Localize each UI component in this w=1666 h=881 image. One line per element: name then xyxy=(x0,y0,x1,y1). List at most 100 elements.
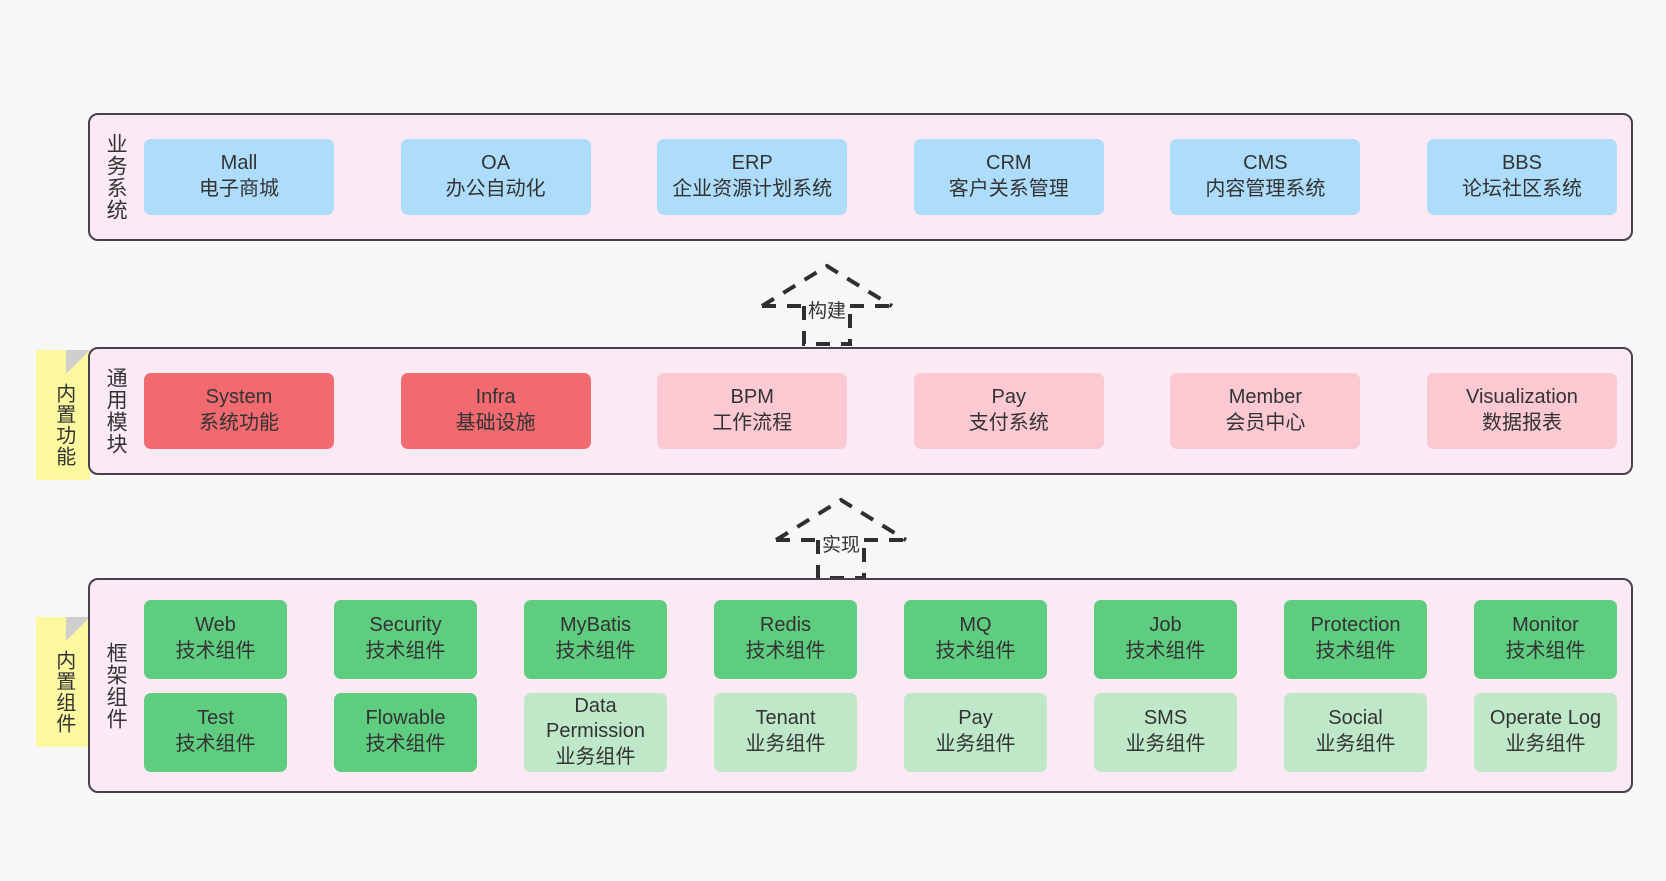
node-visualization[interactable]: Visualization 数据报表 xyxy=(1426,373,1617,449)
node-title-en: BBS xyxy=(1501,152,1542,175)
node-mybatis[interactable]: MyBatis 技术组件 xyxy=(524,599,667,679)
layer-body-common-module: System 系统功能 Infra 基础设施 BPM 工作流程 Pay 支付系统… xyxy=(140,349,1631,473)
node-title-en: BPM xyxy=(730,386,774,409)
node-cms[interactable]: CMS 内容管理系统 xyxy=(1170,139,1361,215)
node-data-permission[interactable]: Data Permission 业务组件 xyxy=(524,692,667,772)
build-arrow: 构建 xyxy=(752,258,902,348)
node-title-en: Operate Log xyxy=(1489,707,1602,730)
node-title-cn: 数据报表 xyxy=(1481,412,1562,434)
node-pay-component[interactable]: Pay 业务组件 xyxy=(904,692,1047,772)
node-row: Test 技术组件 Flowable 技术组件 Data Permission … xyxy=(144,692,1617,772)
node-tenant[interactable]: Tenant 业务组件 xyxy=(714,692,857,772)
node-title-cn: 技术组件 xyxy=(175,640,256,662)
build-arrow-label: 构建 xyxy=(807,301,847,322)
node-title-cn: 企业资源计划系统 xyxy=(672,178,833,200)
node-title-en: Tenant xyxy=(755,707,816,730)
node-title-cn: 技术组件 xyxy=(555,640,636,662)
node-title-en: Social xyxy=(1328,707,1383,730)
node-pay[interactable]: Pay 支付系统 xyxy=(913,373,1104,449)
node-member[interactable]: Member 会员中心 xyxy=(1170,373,1361,449)
layer-business-system: 业务系统 Mall 电子商城 OA 办公自动化 ERP 企业资源计划系统 CRM… xyxy=(88,113,1633,241)
node-title-cn: 技术组件 xyxy=(175,733,256,755)
node-title-cn: 业务组件 xyxy=(555,745,636,768)
sticky-note-builtin-function: 内置功能 xyxy=(36,350,90,480)
implement-arrow-head xyxy=(774,497,908,542)
node-title-en: Data Permission xyxy=(546,694,645,743)
node-title-cn: 电子商城 xyxy=(199,178,279,200)
node-title-en: MQ xyxy=(959,614,992,637)
layer-body-business-system: Mall 电子商城 OA 办公自动化 ERP 企业资源计划系统 CRM 客户关系… xyxy=(140,115,1631,239)
node-title-cn: 内容管理系统 xyxy=(1205,178,1326,200)
node-title-en: Protection xyxy=(1310,614,1401,637)
node-mq[interactable]: MQ 技术组件 xyxy=(904,599,1047,679)
node-title-en: Mall xyxy=(220,152,258,175)
node-title-cn: 技术组件 xyxy=(1505,640,1586,662)
layer-title-business-system: 业务系统 xyxy=(104,133,128,221)
layer-body-framework-component: Web 技术组件 Security 技术组件 MyBatis 技术组件 Redi… xyxy=(140,580,1631,791)
node-title-cn: 技术组件 xyxy=(1315,640,1396,662)
node-infra[interactable]: Infra 基础设施 xyxy=(400,373,591,449)
sticky-note-builtin-component: 内置组件 xyxy=(36,617,90,747)
node-title-cn: 业务组件 xyxy=(1505,733,1586,755)
node-monitor[interactable]: Monitor 技术组件 xyxy=(1474,599,1617,679)
node-title-en: Redis xyxy=(759,614,812,637)
sticky-note-label: 内置组件 xyxy=(52,650,75,734)
node-flowable[interactable]: Flowable 技术组件 xyxy=(334,692,477,772)
node-title-cn: 技术组件 xyxy=(365,640,446,662)
layer-framework-component: 框架组件 Web 技术组件 Security 技术组件 MyBatis 技术组件… xyxy=(88,578,1633,793)
node-security[interactable]: Security 技术组件 xyxy=(334,599,477,679)
node-title-cn: 工作流程 xyxy=(712,412,793,434)
implement-arrow-label: 实现 xyxy=(821,535,861,556)
node-web[interactable]: Web 技术组件 xyxy=(144,599,287,679)
node-title-en: Visualization xyxy=(1466,386,1578,409)
node-protection[interactable]: Protection 技术组件 xyxy=(1284,599,1427,679)
node-title-en: Flowable xyxy=(365,707,446,730)
node-title-en: Infra xyxy=(475,386,516,409)
node-title-en: MyBatis xyxy=(559,614,632,637)
node-oa[interactable]: OA 办公自动化 xyxy=(400,139,591,215)
build-arrow-shaft xyxy=(802,306,852,346)
node-title-cn: 技术组件 xyxy=(1125,640,1206,662)
node-title-en: CRM xyxy=(986,152,1032,175)
node-title-en: System xyxy=(205,386,273,409)
node-title-cn: 技术组件 xyxy=(745,640,826,662)
node-title-en: Job xyxy=(1149,614,1182,637)
node-operate-log[interactable]: Operate Log 业务组件 xyxy=(1474,692,1617,772)
node-title-en: OA xyxy=(481,152,511,175)
node-title-en: Member xyxy=(1228,386,1303,409)
node-title-cn: 业务组件 xyxy=(1125,733,1206,755)
node-title-cn: 客户关系管理 xyxy=(948,178,1069,200)
node-title-en: Pay xyxy=(991,386,1027,409)
node-title-cn: 技术组件 xyxy=(935,640,1016,662)
node-sms[interactable]: SMS 业务组件 xyxy=(1094,692,1237,772)
implement-arrow: 实现 xyxy=(766,492,916,582)
node-row: System 系统功能 Infra 基础设施 BPM 工作流程 Pay 支付系统… xyxy=(144,373,1617,449)
node-title-cn: 系统功能 xyxy=(199,412,279,434)
node-title-cn: 业务组件 xyxy=(1315,733,1396,755)
layer-title-framework-component: 框架组件 xyxy=(104,641,128,730)
node-social[interactable]: Social 业务组件 xyxy=(1284,692,1427,772)
node-title-en: Security xyxy=(369,614,442,637)
node-title-cn: 论坛社区系统 xyxy=(1461,178,1582,200)
node-bbs[interactable]: BBS 论坛社区系统 xyxy=(1426,139,1617,215)
node-system[interactable]: System 系统功能 xyxy=(144,373,334,449)
node-row: Web 技术组件 Security 技术组件 MyBatis 技术组件 Redi… xyxy=(144,599,1617,679)
node-mall[interactable]: Mall 电子商城 xyxy=(144,139,334,215)
node-test[interactable]: Test 技术组件 xyxy=(144,692,287,772)
node-bpm[interactable]: BPM 工作流程 xyxy=(657,373,848,449)
node-title-cn: 办公自动化 xyxy=(445,178,546,200)
node-redis[interactable]: Redis 技术组件 xyxy=(714,599,857,679)
node-title-cn: 业务组件 xyxy=(935,733,1016,755)
node-title-cn: 业务组件 xyxy=(745,733,826,755)
node-title-en: Pay xyxy=(958,707,993,730)
node-title-en: Monitor xyxy=(1512,614,1579,637)
node-crm[interactable]: CRM 客户关系管理 xyxy=(913,139,1104,215)
node-title-cn: 基础设施 xyxy=(455,412,536,434)
node-title-cn: 会员中心 xyxy=(1225,412,1306,434)
node-title-cn: 技术组件 xyxy=(365,733,446,755)
node-title-en: CMS xyxy=(1243,152,1288,175)
node-title-en: Test xyxy=(197,707,234,730)
node-erp[interactable]: ERP 企业资源计划系统 xyxy=(657,139,848,215)
node-job[interactable]: Job 技术组件 xyxy=(1094,599,1237,679)
sticky-note-label: 内置功能 xyxy=(52,383,75,467)
